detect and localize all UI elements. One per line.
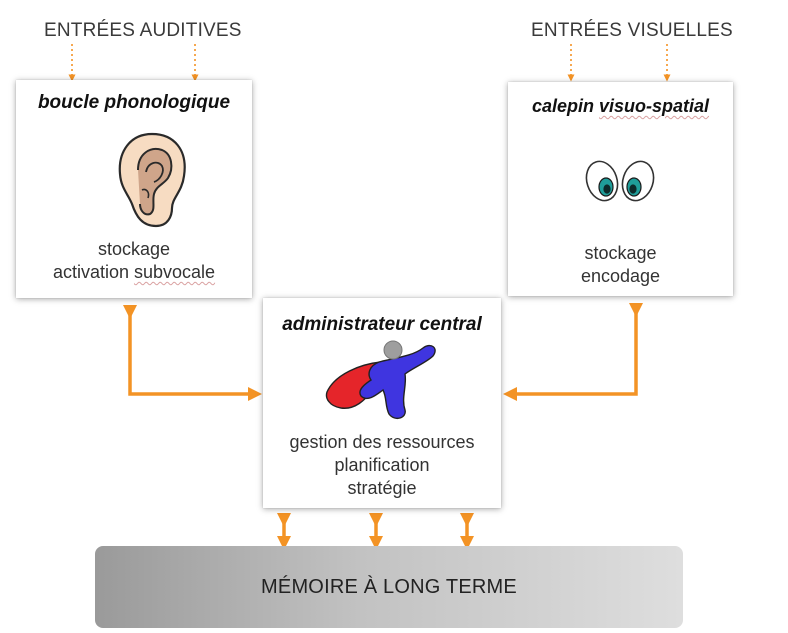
visuospatial-line-encoding: encodage — [580, 266, 661, 286]
phonological-loop-description: stockage activation subvocale — [16, 238, 252, 284]
visuospatial-title-word-1: calepin — [531, 96, 599, 116]
visuospatial-title-word-2: visuo-spatial — [599, 96, 710, 116]
auditory-inputs-label: ENTRÉES AUDITIVES — [44, 20, 242, 41]
central-executive-line-planning: planification — [334, 455, 430, 475]
visual-inputs-label: ENTRÉES VISUELLES — [531, 20, 733, 41]
phonological-loop-title: boucle phonologique — [37, 92, 231, 113]
long-term-memory-bar: MÉMOIRE À LONG TERME — [95, 546, 683, 628]
visuospatial-sketchpad-title: calepin visuo-spatial — [508, 96, 733, 117]
visuospatial-description: stockage encodage — [508, 242, 733, 288]
visuospatial-admin-arrow — [503, 303, 643, 401]
visuospatial-sketchpad-box: calepin visuo-spatial stockage encodage — [508, 82, 733, 296]
central-executive-title: administrateur central — [282, 314, 482, 335]
long-term-memory-label: MÉMOIRE À LONG TERME — [261, 575, 517, 598]
phonological-line-storage: stockage — [97, 239, 171, 259]
phonological-subvocal-word: subvocale — [133, 262, 216, 282]
phonological-admin-arrow — [123, 305, 262, 401]
visuospatial-line-storage: stockage — [584, 243, 657, 263]
phonological-line-activation: activation subvocale — [16, 261, 252, 284]
central-executive-line-resources: gestion des ressources — [289, 432, 475, 452]
central-executive-box: administrateur central gestion des resso… — [263, 298, 501, 508]
eyes-icon — [585, 160, 655, 202]
ear-icon — [118, 132, 186, 228]
phonological-activation-word: activation — [52, 262, 134, 282]
central-executive-line-strategy: stratégie — [347, 478, 417, 498]
phonological-loop-box: boucle phonologique stockage activation … — [16, 80, 252, 298]
superhero-icon — [325, 340, 436, 420]
central-executive-description: gestion des ressources planification str… — [263, 431, 501, 500]
